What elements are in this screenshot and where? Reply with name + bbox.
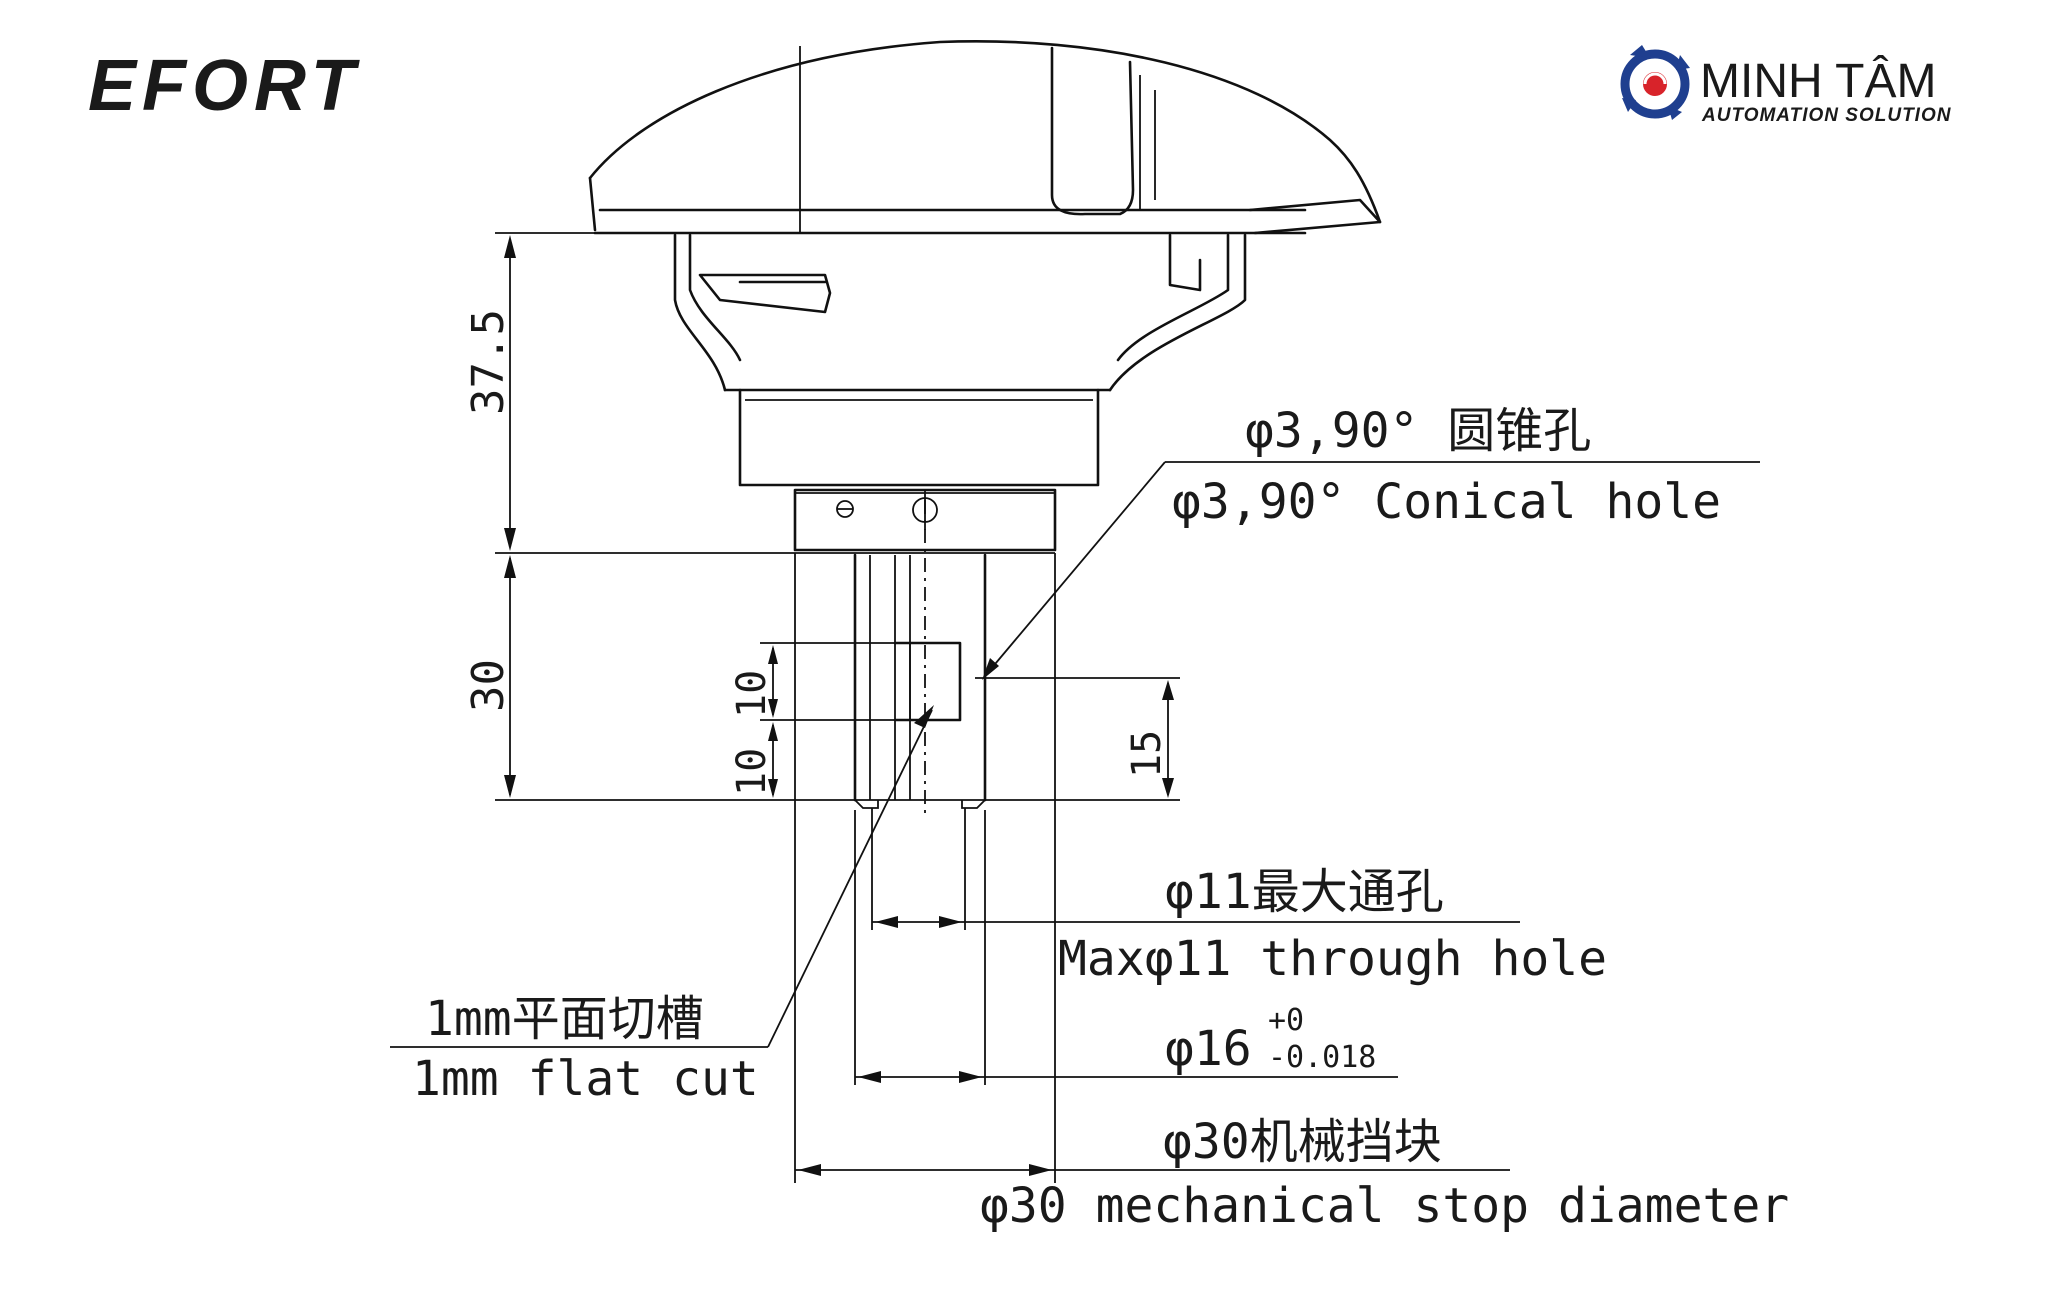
callout-conical-hole: φ3,90° 圆锥孔 φ3,90° Conical hole	[982, 403, 1760, 680]
efort-logo-text: EFORT	[88, 46, 361, 126]
flat-cut-cn-label: 1mm平面切槽	[425, 991, 704, 1047]
flat-cut-en-label: 1mm flat cut	[412, 1051, 759, 1107]
mech-stop-cn-label: φ30机械挡块	[1163, 1114, 1442, 1170]
shaft-tolerance-lower: -0.018	[1268, 1040, 1376, 1075]
dim-hole-height: 15	[975, 677, 1180, 798]
conical-hole-en-label: φ3,90° Conical hole	[1172, 474, 1721, 530]
flange-holes	[836, 490, 938, 530]
shaft-tolerance-upper: +0	[1268, 1003, 1304, 1038]
conical-hole-cn-label: φ3,90° 圆锥孔	[1245, 403, 1591, 459]
mech-stop-en-label: φ30 mechanical stop diameter	[980, 1178, 1789, 1234]
minh-tam-name: MINH TÂM	[1700, 55, 1936, 108]
minh-tam-tagline: AUTOMATION SOLUTION	[1701, 105, 1952, 126]
callout-mechanical-stop: φ30机械挡块 φ30 mechanical stop diameter	[794, 553, 1789, 1234]
dim-upper-height-label: 37.5	[463, 309, 514, 415]
shaft-diameter-label: φ16	[1165, 1021, 1252, 1077]
gear-icon	[1620, 45, 1690, 120]
through-hole-en-label: Maxφ11 through hole	[1058, 931, 1607, 987]
minh-tam-logo: MINH TÂM AUTOMATION SOLUTION	[1620, 45, 1952, 126]
through-hole-cn-label: φ11最大通孔	[1165, 864, 1444, 920]
output-shaft	[853, 500, 987, 930]
dim-hole-height-label: 15	[1124, 730, 1170, 778]
dim-slot-lower-label: 10	[729, 748, 775, 796]
wrist-housing	[588, 40, 1382, 552]
callout-flat-cut: 1mm平面切槽 1mm flat cut	[390, 705, 934, 1107]
dim-upper-height: 37.5	[463, 232, 1055, 554]
dim-slot-upper-label: 10	[729, 670, 775, 718]
dim-lower-height: 30	[463, 555, 1180, 801]
dim-slot: 10 10	[729, 642, 895, 798]
efort-logo: EFORT	[88, 46, 361, 126]
callout-shaft-diameter: φ16 +0 -0.018	[854, 810, 1398, 1085]
dim-lower-height-label: 30	[463, 659, 514, 712]
callout-through-hole: φ11最大通孔 Maxφ11 through hole	[872, 864, 1607, 987]
